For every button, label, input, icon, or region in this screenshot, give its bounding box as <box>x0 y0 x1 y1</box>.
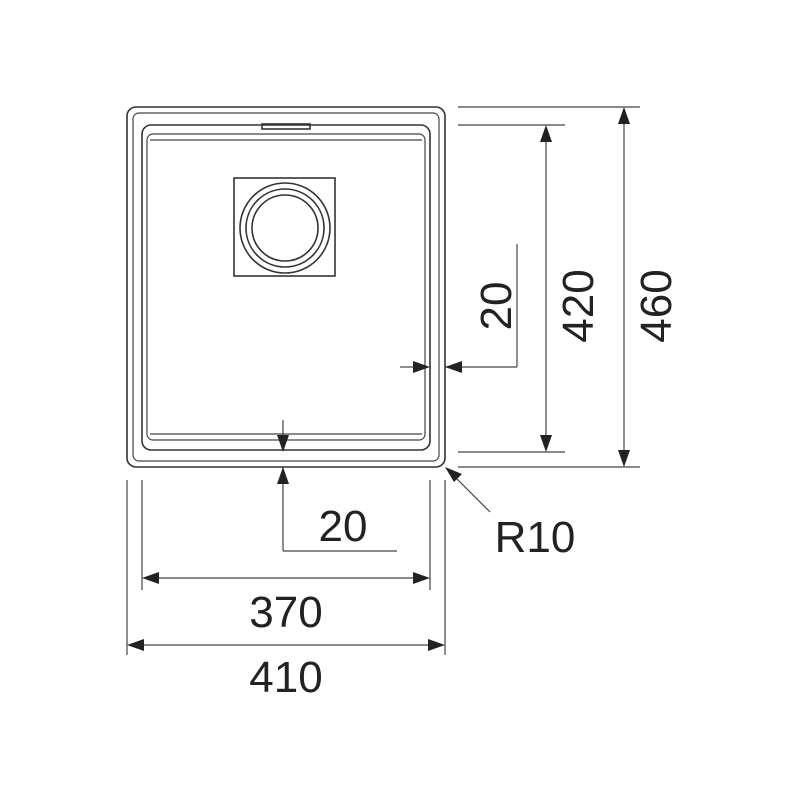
dimension-outer-width <box>127 639 445 651</box>
dimension-bottom-margin-label: 20 <box>319 502 368 551</box>
dimension-inner-height-label: 420 <box>554 269 603 342</box>
overflow-slot <box>261 123 311 130</box>
dimension-outer-width-label: 410 <box>249 653 322 702</box>
sink-outer-outline <box>126 106 446 468</box>
dimension-inner-height <box>540 125 552 452</box>
corner-radius-label: R10 <box>495 513 576 562</box>
dimension-inner-width-label: 370 <box>249 588 322 637</box>
dimension-inner-width <box>142 572 430 584</box>
corner-radius-leader <box>445 467 491 513</box>
dimension-side-margin <box>400 244 518 373</box>
drain-icon <box>233 177 336 277</box>
dimension-side-margin-label: 20 <box>472 282 521 331</box>
dimension-outer-height <box>618 107 630 467</box>
dimension-outer-height-label: 460 <box>632 269 681 342</box>
bowl-outer-outline <box>141 124 431 451</box>
bowl-inner-outline <box>146 133 426 441</box>
dimension-bottom-margin <box>277 420 397 552</box>
sink-rim-inner-outline <box>132 112 440 462</box>
